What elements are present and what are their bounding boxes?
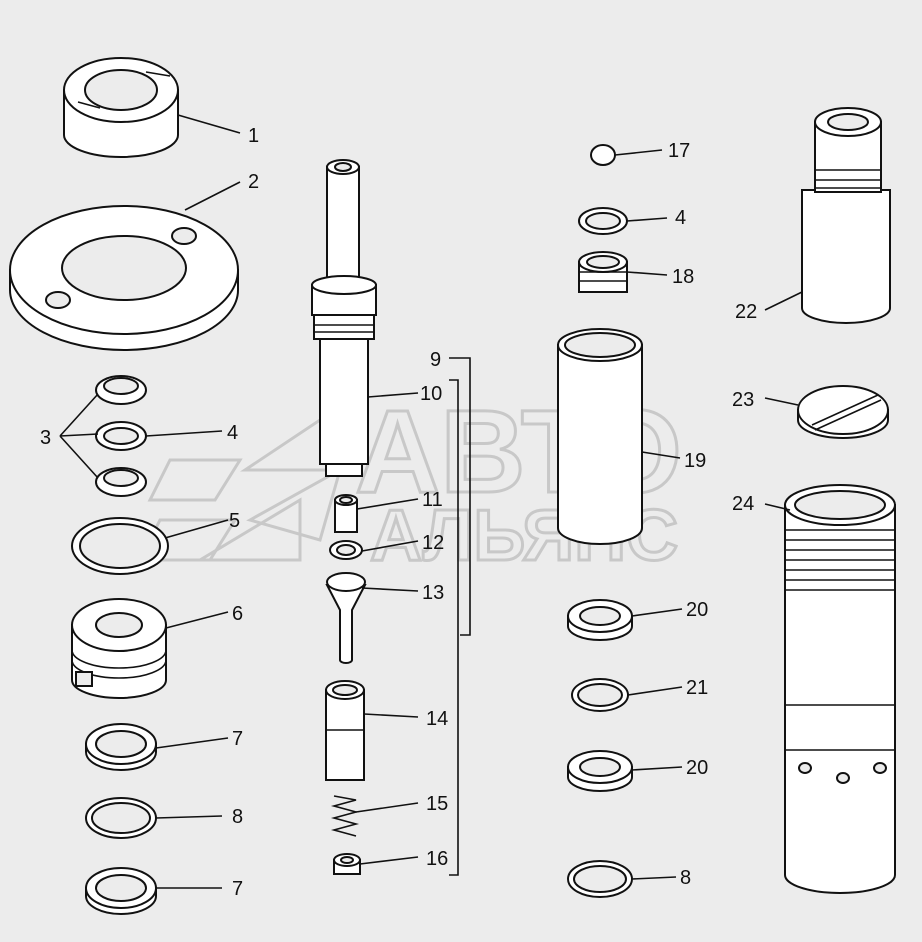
part-16-nut-small: [333, 853, 361, 875]
part-22-threaded-cylinder: [801, 107, 891, 324]
callout-21: 21: [686, 677, 708, 699]
bracket-9: [449, 357, 471, 636]
bracket-10-16: [449, 379, 459, 876]
callout-1: 1: [248, 125, 259, 147]
part-24-barrel: [784, 484, 896, 894]
callout-4-right: 4: [675, 207, 686, 229]
part-19-tube: [557, 328, 643, 545]
part-20-21-rings-right: [567, 599, 633, 898]
callout-6: 6: [232, 603, 243, 625]
callout-3: 3: [40, 427, 51, 449]
part-10-stem: [311, 159, 377, 477]
callout-20-top: 20: [686, 599, 708, 621]
callout-7-bottom: 7: [232, 878, 243, 900]
callout-8-right: 8: [680, 867, 691, 889]
leader-lines: [145, 114, 803, 889]
part-3-4-rings-left: [95, 375, 147, 497]
callout-17: 17: [668, 140, 690, 162]
callout-4-left: 4: [227, 422, 238, 444]
callout-11: 11: [422, 489, 443, 511]
part-14-bushing: [325, 680, 365, 781]
part-7-8-rings: [85, 723, 157, 915]
part-5-large-ring: [71, 517, 169, 575]
part-15-spring: [330, 795, 360, 837]
callout-22: 22: [735, 301, 757, 323]
callout-23: 23: [732, 389, 754, 411]
callout-10: 10: [420, 383, 442, 405]
callout-16: 16: [426, 848, 448, 870]
part-6-piston: [71, 598, 167, 699]
callout-labels: 1 2 3 4 5 6 7 8 7 9 10 11 12 13 14 15 16…: [40, 125, 757, 900]
part-17-ball: [590, 144, 616, 166]
callout-7-top: 7: [232, 728, 243, 750]
part-18-threaded-insert: [578, 251, 628, 293]
callout-19: 19: [684, 450, 706, 472]
callout-20-bottom: 20: [686, 757, 708, 779]
part-2-flange: [9, 205, 239, 351]
callout-9: 9: [430, 349, 441, 371]
callout-8-left: 8: [232, 806, 243, 828]
callout-13: 13: [422, 582, 444, 604]
part-1-slotted-nut: [63, 57, 179, 158]
part-23-slotted-disc: [797, 385, 889, 439]
bracket-3: [59, 393, 99, 479]
callout-14: 14: [426, 708, 448, 730]
callout-12: 12: [422, 532, 444, 554]
callout-18: 18: [672, 266, 694, 288]
part-13-valve: [325, 572, 367, 664]
part-11-sleeve: [334, 494, 358, 533]
callout-5: 5: [229, 510, 240, 532]
callout-24: 24: [732, 493, 754, 515]
callout-15: 15: [426, 793, 448, 815]
callout-2: 2: [248, 171, 259, 193]
part-4-ring-right: [578, 207, 628, 235]
part-12-washer: [329, 540, 363, 560]
